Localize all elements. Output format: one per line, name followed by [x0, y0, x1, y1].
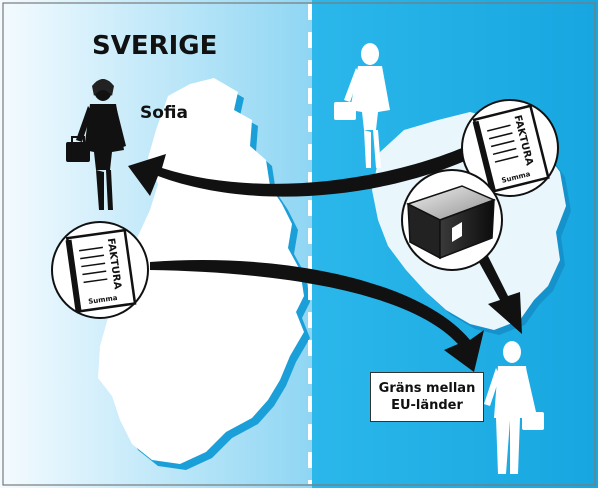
- border-note-line1: Gräns mellan: [378, 381, 476, 396]
- invoice-icon: FAKTURA Summa: [51, 221, 149, 319]
- businessman-icon: [484, 341, 544, 474]
- arrow-icon: [470, 240, 522, 334]
- arrow-icon: [128, 140, 488, 197]
- country-title: SVERIGE: [92, 31, 217, 61]
- arrow-icon: [150, 260, 484, 372]
- person-name: Sofia: [140, 103, 188, 123]
- border-note: Gräns mellan EU-länder: [370, 372, 484, 422]
- package-icon: [401, 169, 503, 271]
- invoice-icon: FAKTURA Summa: [461, 99, 559, 197]
- border-note-line2: EU-länder: [391, 398, 463, 413]
- businesswoman-icon: [66, 79, 126, 210]
- businesswoman-white-icon: [334, 43, 390, 168]
